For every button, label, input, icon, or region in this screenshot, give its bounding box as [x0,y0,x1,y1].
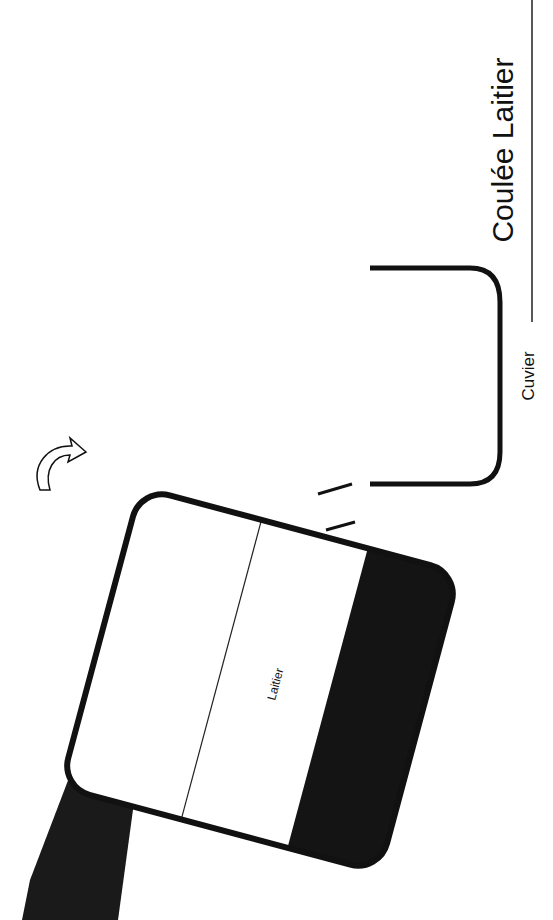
furnace-vessel [61,488,460,873]
slag-interface [181,520,261,819]
node-label: Cuvier [518,351,538,400]
slag-pot: Cuvier [362,262,548,492]
diagram-title: Coulée Laitier [485,57,519,242]
pouring-spout [318,484,352,494]
node-label: Laitier [263,666,285,701]
pouring-spout [326,522,355,530]
molten-metal [287,548,459,872]
tilt-arrow [37,438,86,490]
title-underline [531,0,533,322]
cuvier-shape [370,268,500,484]
